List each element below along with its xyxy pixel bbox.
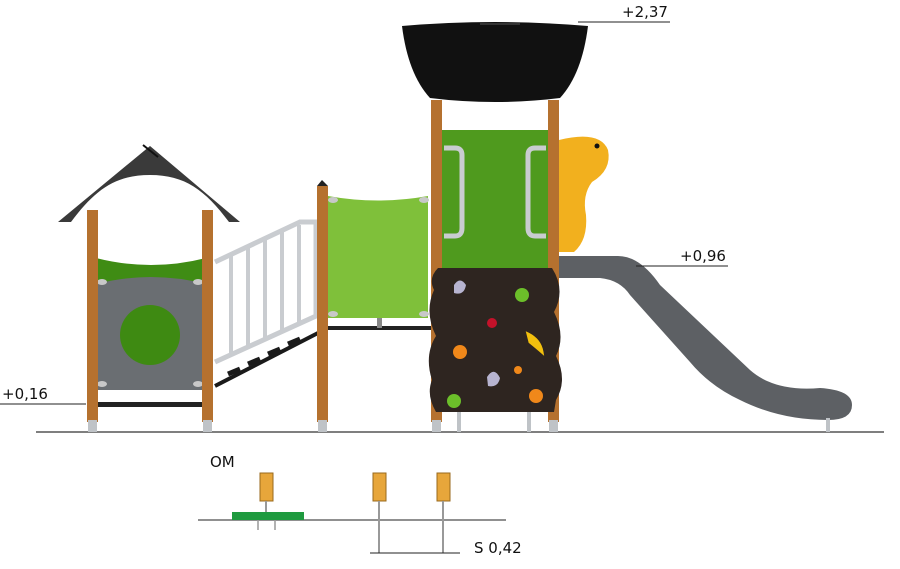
bolt (97, 381, 107, 387)
ramp-tread (227, 366, 241, 377)
post-foot (527, 412, 531, 432)
elevation-label: +2,37 (622, 3, 668, 21)
hold-grey (454, 280, 466, 294)
ramp-deck (214, 331, 319, 388)
rail-frame (213, 219, 319, 365)
mascot-head (559, 136, 609, 252)
bridge-section (317, 180, 432, 432)
bolt (419, 311, 429, 317)
tower-handle-right (525, 145, 546, 239)
post-foot (457, 412, 461, 432)
bolt (419, 197, 429, 203)
footing-block (259, 472, 274, 502)
ramp-tread (287, 336, 301, 347)
climbing-wall (428, 268, 562, 412)
foundation-title: OM (210, 453, 235, 471)
hold-orange (514, 366, 522, 374)
bridge-bracket (377, 318, 382, 328)
bolt (328, 311, 338, 317)
ramp-tread (267, 346, 281, 357)
hold-grey (487, 371, 500, 387)
post-foot (432, 420, 441, 432)
roof-finial (142, 144, 159, 158)
tower-handle-left (444, 145, 465, 239)
post-foot (88, 420, 97, 432)
footing-block (436, 472, 451, 502)
bridge-green-panel (328, 196, 428, 318)
playhouse-round-window (120, 305, 180, 365)
tower-post-right (548, 100, 559, 422)
foundation-detail: OM S 0,42 (198, 453, 522, 557)
hold-green (515, 288, 529, 302)
playhouse-canopy (96, 258, 206, 284)
slide-chute (559, 256, 852, 420)
ground-pad (232, 512, 304, 520)
post-foot (318, 420, 327, 432)
playhouse-roof (58, 146, 240, 222)
hold-orange (529, 389, 543, 403)
mascot-eye (594, 143, 600, 149)
footing-block (372, 472, 387, 502)
hold-orange (453, 345, 467, 359)
bolt (97, 279, 107, 285)
bolt (328, 197, 338, 203)
ramp-rail (213, 219, 319, 388)
post-foot (549, 420, 558, 432)
playhouse-post-left (87, 210, 98, 422)
elevation-roof-top: +2,37 (578, 3, 670, 23)
hold-yellow (525, 331, 545, 356)
tower-post-left (431, 100, 442, 422)
post-cap (317, 180, 328, 186)
elevation-house-floor: +0,16 (0, 385, 86, 405)
slide-foot (826, 418, 830, 432)
foundation-depth-label: S 0,42 (474, 539, 522, 557)
bolt (193, 381, 203, 387)
post-foot (203, 420, 212, 432)
bridge-post (317, 186, 328, 422)
playhouse (58, 144, 240, 432)
slide (559, 256, 852, 432)
playhouse-post-right (202, 210, 213, 422)
ramp-tread (247, 356, 261, 367)
hold-green (447, 394, 461, 408)
elevation-label: +0,16 (2, 385, 48, 403)
hold-red (487, 318, 497, 328)
bolt (193, 279, 203, 285)
tower-roof (402, 22, 588, 102)
playhouse-floor (96, 402, 206, 407)
tower (402, 22, 609, 432)
elevation-slide-platform: +0,96 (636, 247, 728, 267)
elevation-label: +0,96 (680, 247, 726, 265)
